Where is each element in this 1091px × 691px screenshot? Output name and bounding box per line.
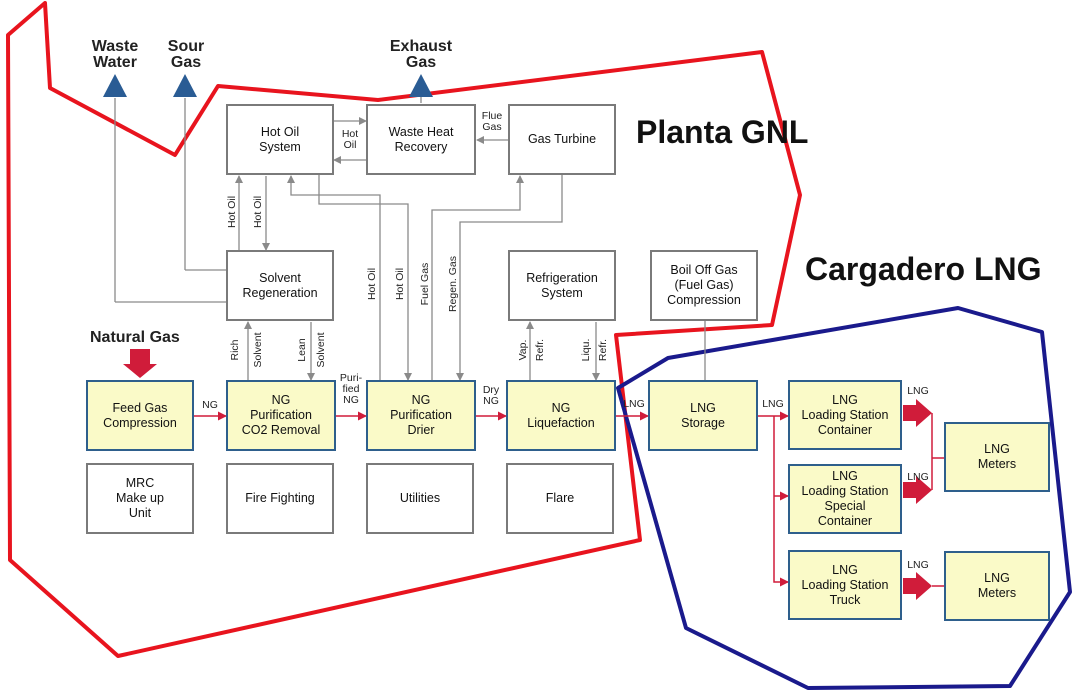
gas-turbine-box: Gas Turbine [508,104,616,175]
vap-refr-label-1: Vap. [517,339,529,361]
utilities-box: Utilities [366,463,474,534]
lng-flow-label-4: LNG [907,471,929,483]
rich-solvent-label-2: Solvent [252,332,264,368]
liqu-refr-label-1: Liqu. [580,338,592,362]
waste-water-arrow [103,74,127,97]
plant-boundary [6,1,802,658]
utility-lines [114,96,706,381]
hot-oil-label-v2: Hot Oil [252,195,264,229]
regen-gas-label: Regen. Gas [447,255,459,313]
exhaust-gas-arrow [409,74,433,97]
lng-flow-label-1: LNG [623,398,645,410]
flare-box: Flare [506,463,614,534]
output-arrows [103,74,433,97]
natural-gas-label: Natural Gas [90,329,180,346]
hot-oil-label-v4: Hot Oil [394,267,406,301]
terminal-region-label: Cargadero LNG [805,251,1042,287]
process-lines [194,411,944,587]
hot-oil-label-v3: Hot Oil [366,267,378,301]
boil-off-gas-box: Boil Off Gas(Fuel Gas)Compression [650,250,758,321]
hot-oil-label-v1: Hot Oil [226,195,238,229]
terminal-boundary [616,306,1072,690]
sour-gas-arrow [173,74,197,97]
fire-fighting-box: Fire Fighting [226,463,334,534]
fuel-gas-label: Fuel Gas [419,262,431,306]
lng-fat-arrows [903,399,932,600]
vap-refr-label-2: Refr. [534,338,546,362]
plant-region-label: Planta GNL [636,114,809,150]
ng-flow-label: NG [202,399,218,411]
rich-solvent-label-1: Rich [229,339,241,361]
natural-gas-arrow [123,349,157,378]
liqu-refr-label-2: Refr. [597,338,609,362]
lean-solvent-label-2: Solvent [315,332,327,368]
lng-flow-label-3: LNG [907,385,929,397]
lean-solvent-label-1: Lean [296,338,308,362]
lng-flow-label-2: LNG [762,398,784,410]
lng-flow-label-5: LNG [907,559,929,571]
